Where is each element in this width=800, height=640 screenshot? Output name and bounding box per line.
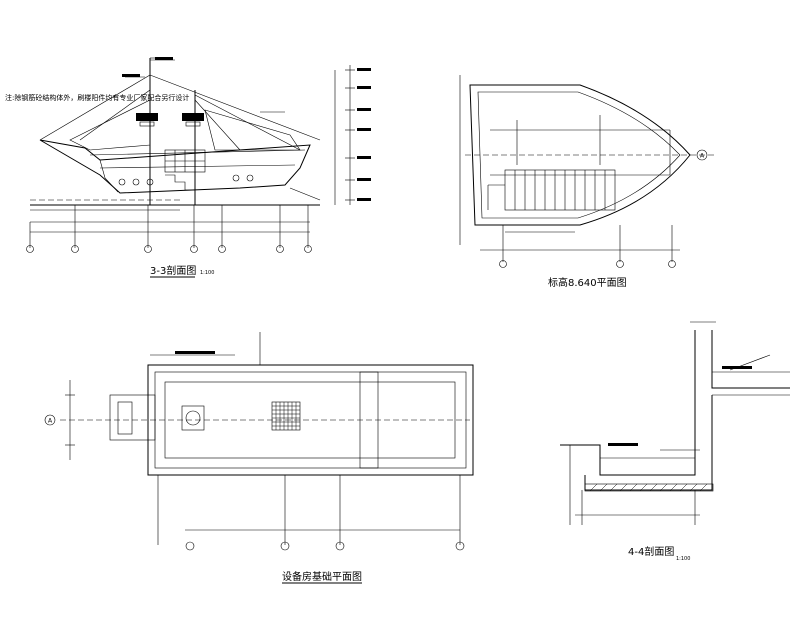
plan-640-drawing: A 标高8.640平面图 [459, 75, 715, 289]
axis-bubbles-foundation [185, 541, 465, 551]
section-4-4-scale: 1:100 [676, 556, 690, 562]
section-3-3-drawing: 注:除钢筋砼结构体外，刷楼阳件均有专业厂家配合另行设计 3-3剖面图 1:100 [5, 57, 371, 278]
axis-a-bubble-foundation [44, 414, 56, 426]
section-note: 注:除钢筋砼结构体外，刷楼阳件均有专业厂家配合另行设计 [5, 93, 189, 102]
axis-bubbles-3-3 [26, 245, 312, 253]
plan-640-title: 标高8.640平面图 [548, 276, 627, 289]
section-4-4-title: 4-4剖面图 [628, 545, 674, 558]
section-3-3-scale: 1:100 [200, 270, 214, 276]
section-3-3-title: 3-3剖面图 [150, 264, 196, 277]
foundation-plan-drawing: A 设备房基础平面图 [44, 332, 474, 584]
axis-a-bubble-plan [696, 149, 708, 161]
axis-bubbles-plan [499, 260, 676, 268]
section-4-4-drawing: 4-4剖面图 1:100 [560, 321, 790, 562]
axis-a-label-foundation: A [48, 418, 53, 425]
axis-a-label-plan: A [700, 153, 705, 160]
foundation-plan-title: 设备房基础平面图 [282, 570, 362, 583]
